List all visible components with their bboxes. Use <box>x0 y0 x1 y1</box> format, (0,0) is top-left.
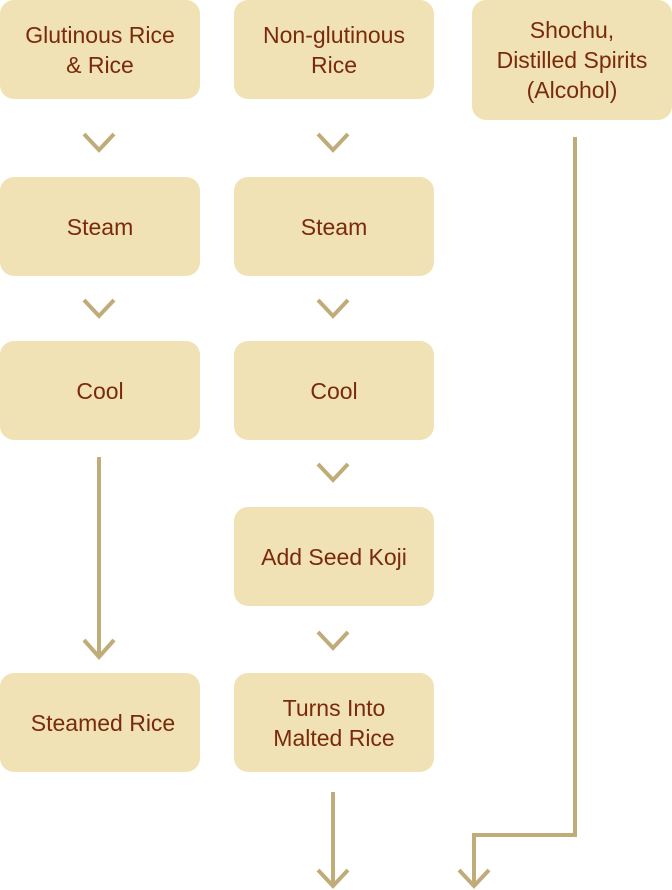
node-label: Glutinous Rice & Rice <box>25 21 175 78</box>
node-cool-2: Cool <box>234 341 434 440</box>
node-steam-1: Steam <box>0 177 200 276</box>
node-cool-1: Cool <box>0 341 200 440</box>
arrow-head <box>316 868 350 889</box>
chevron-down-icon <box>82 132 116 153</box>
node-label: Shochu, Distilled Spirits (Alcohol) <box>496 17 648 103</box>
node-malted-rice: Turns Into Malted Rice <box>234 673 434 772</box>
arrow-head <box>82 638 116 661</box>
node-label: Steamed Rice <box>30 709 176 736</box>
node-label: Add Seed Koji <box>261 543 407 570</box>
node-label: Cool <box>76 377 124 404</box>
node-steamed-rice: Steamed Rice <box>0 673 200 772</box>
node-label: Steam <box>66 213 134 240</box>
node-non-glutinous-rice: Non-glutinous Rice <box>234 0 434 99</box>
node-label: Steam <box>300 213 368 240</box>
chevron-down-icon <box>316 298 350 319</box>
arrow-down-icon <box>472 137 577 886</box>
node-label: Cool <box>310 377 358 404</box>
node-steam-2: Steam <box>234 177 434 276</box>
chevron-down-icon <box>316 630 350 651</box>
node-shochu: Shochu, Distilled Spirits (Alcohol) <box>472 0 672 120</box>
chevron-down-icon <box>316 132 350 153</box>
arrow-head <box>457 868 491 889</box>
node-label: Turns Into Malted Rice <box>273 694 395 751</box>
node-glutinous-rice: Glutinous Rice & Rice <box>0 0 200 99</box>
chevron-down-icon <box>82 298 116 319</box>
node-label: Non-glutinous Rice <box>263 21 405 78</box>
chevron-down-icon <box>316 462 350 483</box>
node-add-seed-koji: Add Seed Koji <box>234 507 434 606</box>
